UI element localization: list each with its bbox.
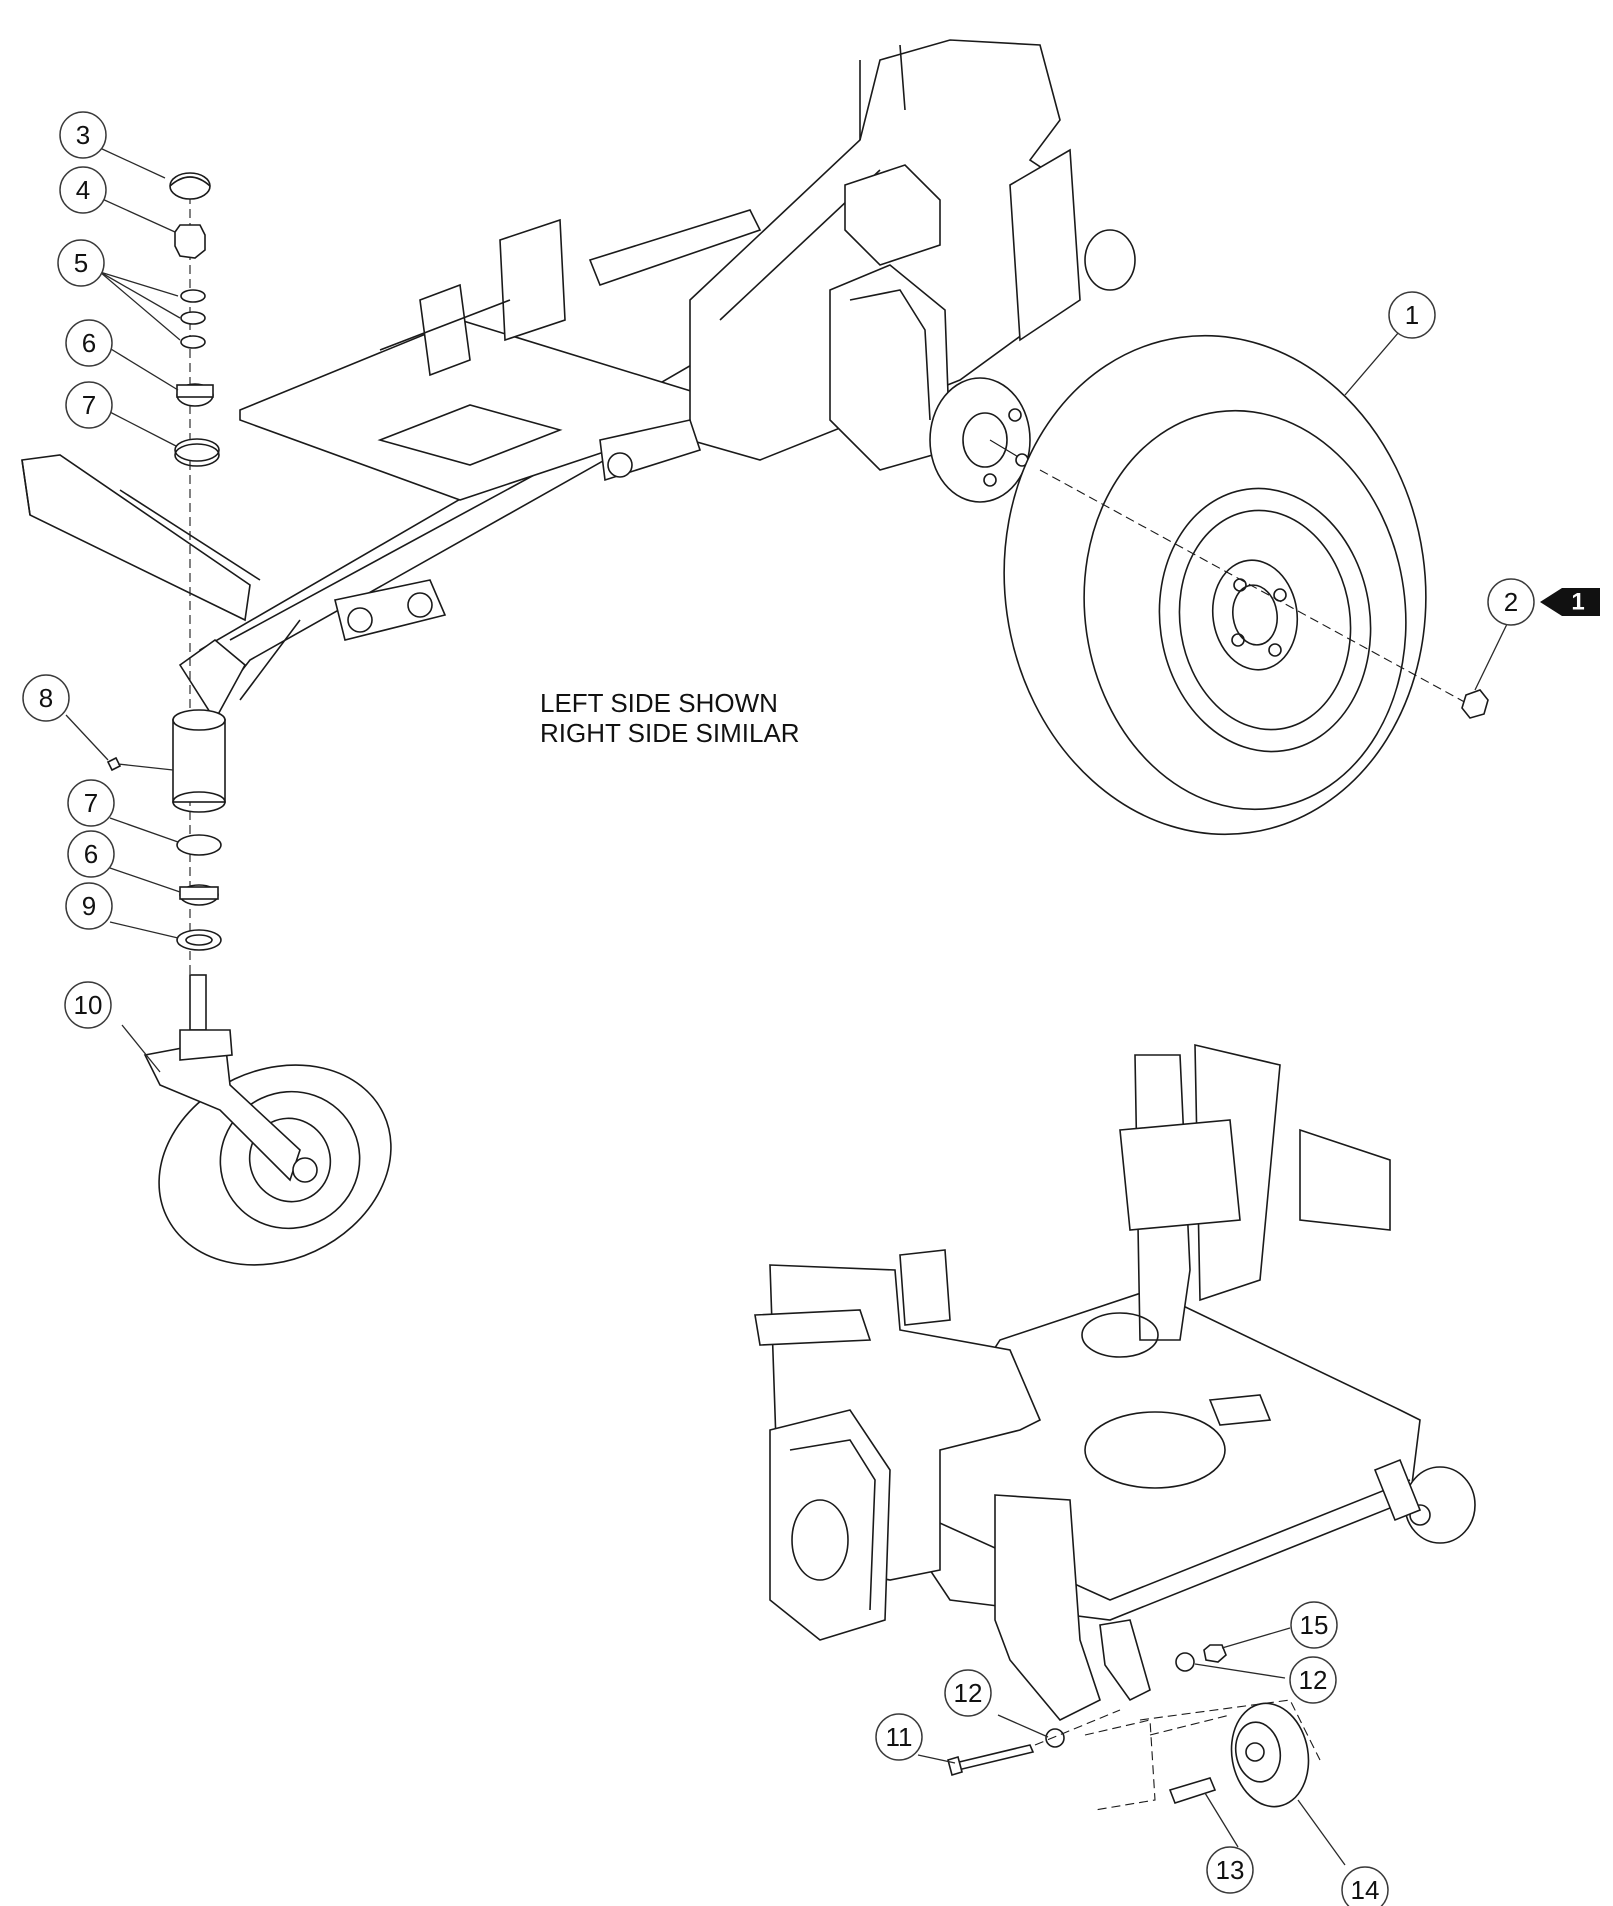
fork-shaft [189,974,207,1031]
callout-14: 14 [1341,1866,1389,1906]
callout-5: 5 [57,239,105,287]
seal [176,929,222,951]
callout-12-left-label: 12 [954,1678,983,1708]
anti-scalp-roller [947,1644,1321,1811]
callout-12-right: 12 [1289,1656,1337,1704]
reference-tag: 1 [1540,588,1600,616]
roller-axle [1168,1777,1217,1804]
bolt [953,1744,1035,1771]
callout-2-label: 2 [1504,587,1518,617]
caster-wheel-assembly [143,1029,392,1266]
spindle-tube [172,719,226,803]
washer [180,289,206,303]
callout-7-lower: 7 [67,779,115,827]
callout-2: 2 [1487,578,1535,626]
callout-15: 15 [1290,1601,1338,1649]
callout-6-lower-label: 6 [84,839,98,869]
bearing-race [176,834,222,856]
lug-nut [1461,689,1489,719]
callout-10: 10 [64,981,112,1029]
callout-15-label: 15 [1300,1610,1329,1640]
callout-8: 8 [22,674,70,722]
callout-7-upper: 7 [65,381,113,429]
note-line-2: RIGHT SIDE SIMILAR [540,718,800,748]
callout-9: 9 [65,882,113,930]
callout-11: 11 [875,1713,923,1761]
callout-13: 13 [1206,1846,1254,1894]
note-line-1: LEFT SIDE SHOWN [540,688,778,718]
callout-3-label: 3 [76,120,90,150]
caster-stack [106,172,226,1031]
callout-12-left: 12 [944,1669,992,1717]
callout-1: 1 [1388,291,1436,339]
callout-5-label: 5 [74,248,88,278]
lower-frame-assembly [754,1043,1476,1721]
nut [1203,1644,1227,1663]
main-frame-assembly [21,39,1136,722]
caster-nut [174,224,206,259]
callout-6-upper: 6 [65,319,113,367]
callout-14-label: 14 [1351,1875,1380,1905]
callout-6-upper-label: 6 [82,328,96,358]
callout-8-label: 8 [39,683,53,713]
rear-drive-tire [1003,334,1471,836]
washer [180,335,206,349]
callout-4: 4 [59,166,107,214]
callout-10-label: 10 [74,990,103,1020]
callout-1-label: 1 [1405,300,1419,330]
washer [180,311,206,325]
callout-3: 3 [59,111,107,159]
callout-9-label: 9 [82,891,96,921]
washer [1045,1728,1065,1748]
bearing-race [174,438,220,462]
callout-7-upper-label: 7 [82,390,96,420]
reference-tag-label: 1 [1571,589,1584,616]
callout-13-label: 13 [1216,1855,1245,1885]
callout-11-label: 11 [886,1722,913,1752]
grease-fitting [106,756,122,772]
callout-4-label: 4 [76,175,90,205]
leader-lines [65,147,1509,1866]
callout-7-lower-label: 7 [84,788,98,818]
washer [1175,1652,1195,1672]
callout-12-right-label: 12 [1299,1665,1328,1695]
callout-6-lower: 6 [67,830,115,878]
